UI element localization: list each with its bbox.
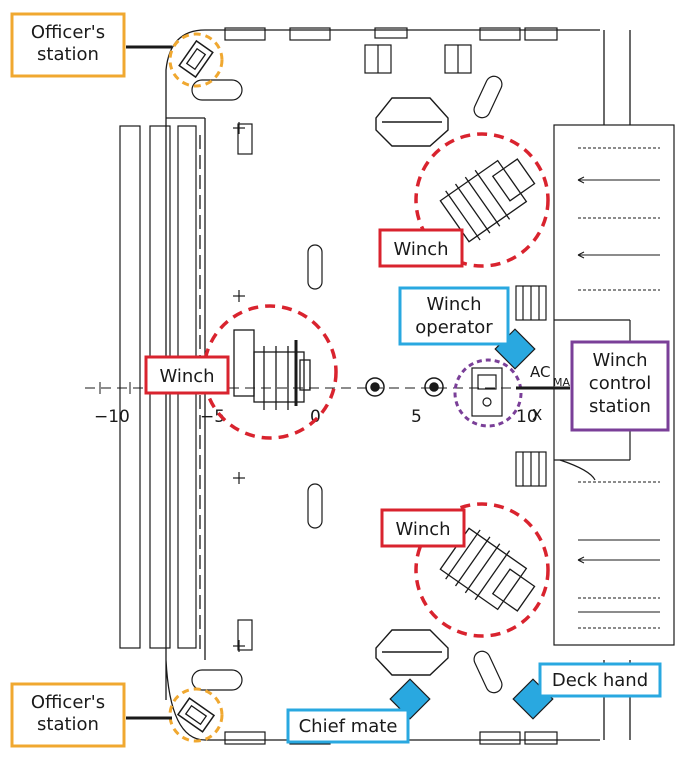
drawing-text-x: X: [532, 406, 542, 424]
label-text: Winch: [393, 239, 448, 260]
edge-fittings: [191, 27, 558, 745]
label-chief-mate: Chief mate: [286, 708, 410, 744]
label-text: Winch: [159, 366, 214, 387]
label-text: station: [589, 396, 651, 417]
label-text: Officer's: [31, 22, 105, 43]
tick-label: 0: [310, 407, 321, 427]
tick-label: −5: [200, 407, 225, 427]
winch-zone-lower: [414, 502, 550, 638]
label-winch-control-station: Winch control station: [570, 340, 670, 432]
drawing-text-ma: MA: [553, 376, 570, 389]
label-deck-hand: Deck hand: [538, 662, 662, 698]
winch-machinery-left: [233, 329, 311, 410]
label-text: Winch: [395, 519, 450, 540]
label-winch-upper: Winch: [378, 228, 464, 268]
control-station-marker: [453, 358, 523, 428]
tick-label: 10: [516, 407, 538, 427]
officer-station-markers: [168, 32, 224, 743]
label-text: Deck hand: [552, 670, 648, 691]
winch-zone-upper: [414, 132, 550, 268]
crosshair-markers: [233, 122, 245, 652]
label-text: station: [37, 44, 99, 65]
label-text: Chief mate: [299, 716, 398, 737]
label-text: operator: [415, 317, 493, 338]
label-text: control: [589, 373, 651, 394]
leader-lines: [126, 45, 570, 720]
label-winch-left: Winch: [144, 355, 230, 395]
label-text: Officer's: [31, 692, 105, 713]
label-text: Winch: [592, 350, 647, 371]
label-officer-station-top: Officer's station: [10, 12, 126, 78]
label-text: Winch: [426, 294, 481, 315]
superstructure-hatching: [577, 147, 660, 629]
hatch-covers: [375, 97, 449, 676]
label-winch-lower: Winch: [380, 508, 466, 548]
label-officer-station-bottom: Officer's station: [10, 682, 126, 748]
label-winch-operator: Winch operator: [398, 286, 510, 346]
drawing-text-ac: AC: [530, 363, 550, 381]
label-text: station: [37, 714, 99, 735]
winch-machinery-lower: [439, 527, 536, 612]
axis-tick-labels: −10 −5 0 5 10: [94, 407, 538, 427]
tick-label: 5: [411, 407, 422, 427]
tick-label: −10: [94, 407, 130, 427]
bollards: [365, 377, 444, 397]
winch-zone-markers: [202, 132, 550, 638]
winch-machinery-upper: [439, 158, 536, 243]
drawing-annotations: AC MA X: [530, 363, 570, 424]
